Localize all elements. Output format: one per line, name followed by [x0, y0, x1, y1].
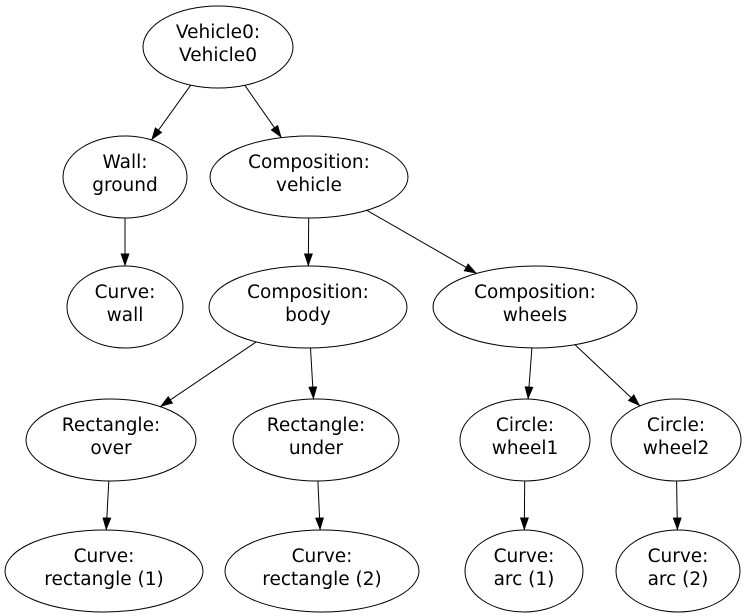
node-vehicle0-line1: Vehicle0:	[176, 22, 260, 43]
node-rectangle-under-line2: under	[289, 438, 344, 459]
node-curve-arc-1: Curve:arc (1)	[464, 529, 584, 613]
node-circle-wheel1-line1: Circle:	[496, 415, 554, 436]
node-rectangle-over-label: Rectangle:over	[62, 415, 160, 459]
edge-vehicle0--wall-ground	[151, 84, 192, 141]
edge-rectangle-under--curve-rectangle-2	[315, 480, 325, 531]
node-composition-vehicle-ellipse	[209, 135, 409, 219]
edge-composition-wheels--circle-wheel1	[524, 347, 534, 400]
edge-vehicle0--composition-vehicle	[244, 85, 282, 139]
node-curve-wall-line2: wall	[107, 305, 144, 326]
node-curve-rectangle-1-line2: rectangle (1)	[44, 569, 163, 590]
node-curve-arc-1-line2: arc (1)	[494, 569, 555, 590]
edge-rectangle-over--curve-rectangle-1	[102, 480, 112, 531]
node-curve-arc-1-label: Curve:arc (1)	[494, 546, 555, 590]
node-rectangle-under-label: Rectangle:under	[267, 415, 365, 459]
node-composition-wheels-ellipse	[432, 265, 638, 349]
node-rectangle-over-line1: Rectangle:	[62, 415, 160, 436]
node-curve-rectangle-1: Curve:rectangle (1)	[4, 529, 204, 613]
node-vehicle0-label: Vehicle0:Vehicle0	[176, 22, 260, 66]
node-vehicle0-ellipse	[142, 5, 294, 89]
node-composition-vehicle-line1: Composition:	[248, 152, 370, 173]
node-rectangle-over-line2: over	[90, 438, 132, 459]
node-composition-body-ellipse	[208, 265, 408, 349]
node-curve-arc-1-line1: Curve:	[494, 546, 555, 567]
node-composition-vehicle-line2: vehicle	[276, 175, 342, 196]
node-circle-wheel1-ellipse	[459, 398, 591, 482]
node-composition-wheels-line2: wheels	[503, 305, 567, 326]
node-curve-rectangle-2-label: Curve:rectangle (2)	[262, 546, 381, 590]
node-curve-wall-label: Curve:wall	[95, 282, 156, 326]
node-wall-ground-ellipse	[62, 135, 188, 219]
edge-composition-vehicle--composition-wheels	[366, 209, 478, 274]
node-wall-ground-line2: ground	[92, 175, 157, 196]
node-composition-vehicle-label: Composition:vehicle	[248, 152, 370, 196]
node-vehicle0-line2: Vehicle0	[179, 45, 257, 66]
node-composition-vehicle: Composition:vehicle	[209, 135, 409, 219]
node-wall-ground-line1: Wall:	[103, 152, 148, 173]
node-curve-arc-2-label: Curve:arc (2)	[648, 546, 709, 590]
node-curve-rectangle-1-line1: Curve:	[74, 546, 135, 567]
node-circle-wheel1-label: Circle:wheel1	[492, 415, 559, 459]
node-circle-wheel2-line2: wheel2	[643, 438, 710, 459]
node-wall-ground-label: Wall:ground	[92, 152, 157, 196]
node-wall-ground: Wall:ground	[62, 135, 188, 219]
node-circle-wheel2-ellipse	[610, 398, 742, 482]
node-rectangle-under-ellipse	[232, 398, 400, 482]
node-circle-wheel1-line2: wheel1	[492, 438, 559, 459]
node-curve-wall: Curve:wall	[66, 265, 184, 349]
node-curve-arc-2: Curve:arc (2)	[615, 529, 741, 613]
node-composition-body-line1: Composition:	[247, 282, 369, 303]
node-circle-wheel2-line1: Circle:	[647, 415, 705, 436]
node-curve-rectangle-2-line2: rectangle (2)	[262, 569, 381, 590]
node-composition-body-label: Composition:body	[247, 282, 369, 326]
node-curve-wall-ellipse	[66, 265, 184, 349]
node-curve-wall-line1: Curve:	[95, 282, 156, 303]
node-rectangle-over: Rectangle:over	[25, 398, 197, 482]
node-circle-wheel2: Circle:wheel2	[610, 398, 742, 482]
node-vehicle0: Vehicle0:Vehicle0	[142, 5, 294, 89]
edge-composition-body--rectangle-over	[159, 341, 257, 408]
node-curve-arc-2-line2: arc (2)	[648, 569, 709, 590]
node-rectangle-under: Rectangle:under	[232, 398, 400, 482]
edges-layer	[102, 84, 682, 531]
node-rectangle-over-ellipse	[25, 398, 197, 482]
node-circle-wheel1: Circle:wheel1	[459, 398, 591, 482]
node-composition-body: Composition:body	[208, 265, 408, 349]
node-composition-wheels: Composition:wheels	[432, 265, 638, 349]
edge-composition-body--rectangle-under	[308, 347, 318, 400]
edge-composition-wheels--circle-wheel2	[574, 344, 641, 407]
node-composition-body-line2: body	[285, 305, 331, 326]
node-curve-rectangle-1-ellipse	[4, 529, 204, 613]
node-curve-arc-1-ellipse	[464, 529, 584, 613]
node-composition-wheels-label: Composition:wheels	[474, 282, 596, 326]
nodes-layer: Vehicle0:Vehicle0Wall:groundComposition:…	[4, 5, 742, 613]
node-curve-arc-2-line1: Curve:	[648, 546, 709, 567]
node-circle-wheel2-label: Circle:wheel2	[643, 415, 710, 459]
node-curve-rectangle-2: Curve:rectangle (2)	[224, 529, 420, 613]
edge-circle-wheel2--curve-arc-2	[672, 480, 682, 531]
node-curve-rectangle-1-label: Curve:rectangle (1)	[44, 546, 163, 590]
node-curve-rectangle-2-ellipse	[224, 529, 420, 613]
node-curve-arc-2-ellipse	[615, 529, 741, 613]
node-composition-wheels-line1: Composition:	[474, 282, 596, 303]
node-curve-rectangle-2-line1: Curve:	[292, 546, 353, 567]
node-rectangle-under-line1: Rectangle:	[267, 415, 365, 436]
